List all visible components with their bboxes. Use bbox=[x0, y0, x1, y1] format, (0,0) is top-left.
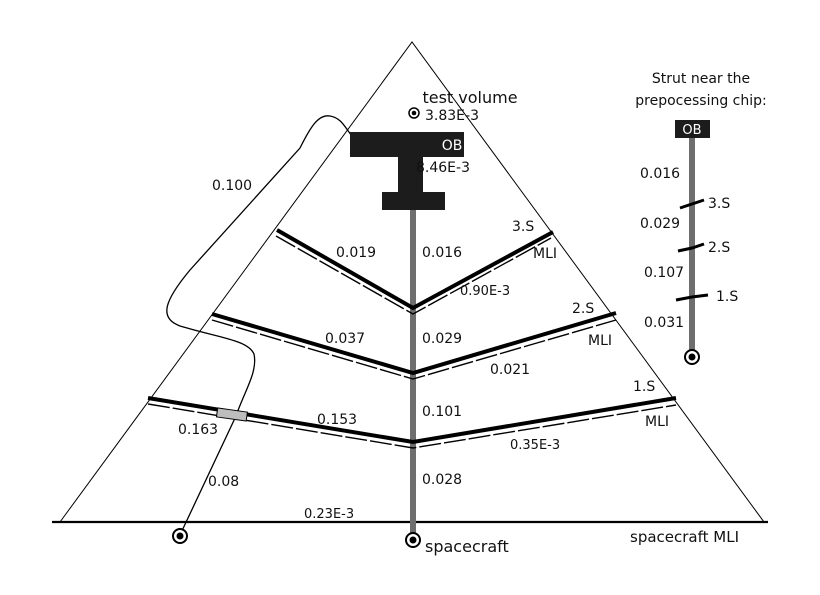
harness-wire bbox=[166, 115, 356, 536]
harness-bottom-value: 0.08 bbox=[208, 474, 239, 490]
base-value: 0.23E-3 bbox=[304, 507, 354, 522]
inset-ob-label: OB bbox=[682, 123, 701, 138]
shield-3-mli: MLI bbox=[533, 246, 557, 262]
ob-block bbox=[350, 132, 464, 157]
shield-1-mli: MLI bbox=[645, 414, 669, 430]
spacecraft-label: spacecraft bbox=[425, 537, 509, 556]
inset-value-1: 0.016 bbox=[640, 166, 680, 182]
test-volume-label: test volume bbox=[422, 88, 517, 107]
shield-2 bbox=[211, 311, 617, 380]
strut-inset: Strut near the prepocessing chip: OB 0.0… bbox=[635, 71, 767, 365]
inset-value-4: 0.031 bbox=[644, 315, 684, 331]
shield-1-outer-value: 0.163 bbox=[178, 422, 218, 438]
ob-base bbox=[382, 192, 445, 210]
ob-value: 8.46E-3 bbox=[416, 160, 470, 176]
inset-shield-3-label: 3.S bbox=[708, 196, 730, 212]
ob-neck bbox=[398, 157, 423, 192]
inset-shield-1-label: 1.S bbox=[716, 289, 738, 305]
shield-1-right-value: 0.35E-3 bbox=[510, 438, 560, 453]
strut-ob-s3-value: 0.016 bbox=[422, 245, 462, 261]
test-volume-node bbox=[408, 107, 420, 119]
strut-s3-s2-value: 0.029 bbox=[422, 331, 462, 347]
inset-title-line1: Strut near the bbox=[652, 71, 750, 87]
shield-3-label: 3.S bbox=[512, 219, 534, 235]
test-volume-value: 3.83E-3 bbox=[425, 108, 479, 124]
shield-2-left-value: 0.037 bbox=[325, 331, 365, 347]
shield-1-left-value: 0.153 bbox=[317, 412, 357, 428]
strut-s2-s1-value: 0.101 bbox=[422, 404, 462, 420]
inset-value-2: 0.029 bbox=[640, 216, 680, 232]
inset-shield-1-tick bbox=[675, 293, 709, 302]
shield-1-label: 1.S bbox=[633, 379, 655, 395]
inset-title-line2: prepocessing chip: bbox=[635, 93, 766, 109]
inset-shield-3-tick bbox=[679, 198, 705, 210]
shield-3 bbox=[275, 228, 554, 315]
spacecraft-node bbox=[405, 532, 421, 548]
shield-2-right-value: 0.021 bbox=[490, 362, 530, 378]
spacecraft-mli-label: spacecraft MLI bbox=[630, 528, 739, 546]
shield-2-mli: MLI bbox=[588, 333, 612, 349]
harness-connector bbox=[215, 407, 248, 422]
outer-triangle bbox=[59, 41, 765, 523]
inset-shield-2-label: 2.S bbox=[708, 240, 730, 256]
inset-ob-block bbox=[675, 120, 710, 138]
harness-end-node bbox=[172, 528, 188, 544]
harness-top-value: 0.100 bbox=[212, 178, 252, 194]
shield-3-left-value: 0.019 bbox=[336, 245, 376, 261]
inset-bottom-node bbox=[684, 349, 700, 365]
inset-shield-2-tick bbox=[677, 242, 705, 253]
shield-3-right-value: 0.90E-3 bbox=[460, 284, 510, 299]
ob-assembly bbox=[350, 132, 464, 210]
shield-2-label: 2.S bbox=[572, 301, 594, 317]
strut-s1-sc-value: 0.028 bbox=[422, 472, 462, 488]
inset-value-3: 0.107 bbox=[644, 265, 684, 281]
ob-label: OB bbox=[442, 138, 463, 154]
